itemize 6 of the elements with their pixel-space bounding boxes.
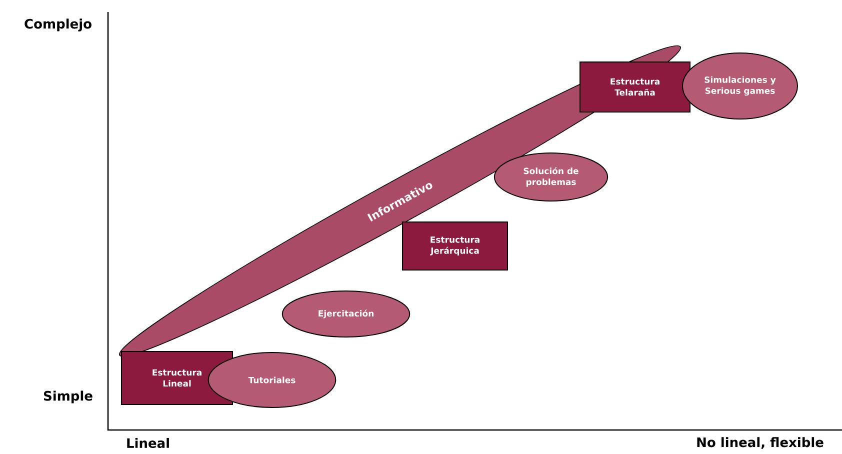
structure-box: Estructura Telaraña (580, 62, 690, 112)
structure-box: Estructura Jerárquica (402, 222, 508, 270)
axis-label: Simple (44, 390, 92, 404)
axis-label: Complejo (24, 18, 92, 32)
axis-label: No lineal, flexible (697, 437, 824, 449)
axis-label: Lineal (127, 438, 169, 448)
